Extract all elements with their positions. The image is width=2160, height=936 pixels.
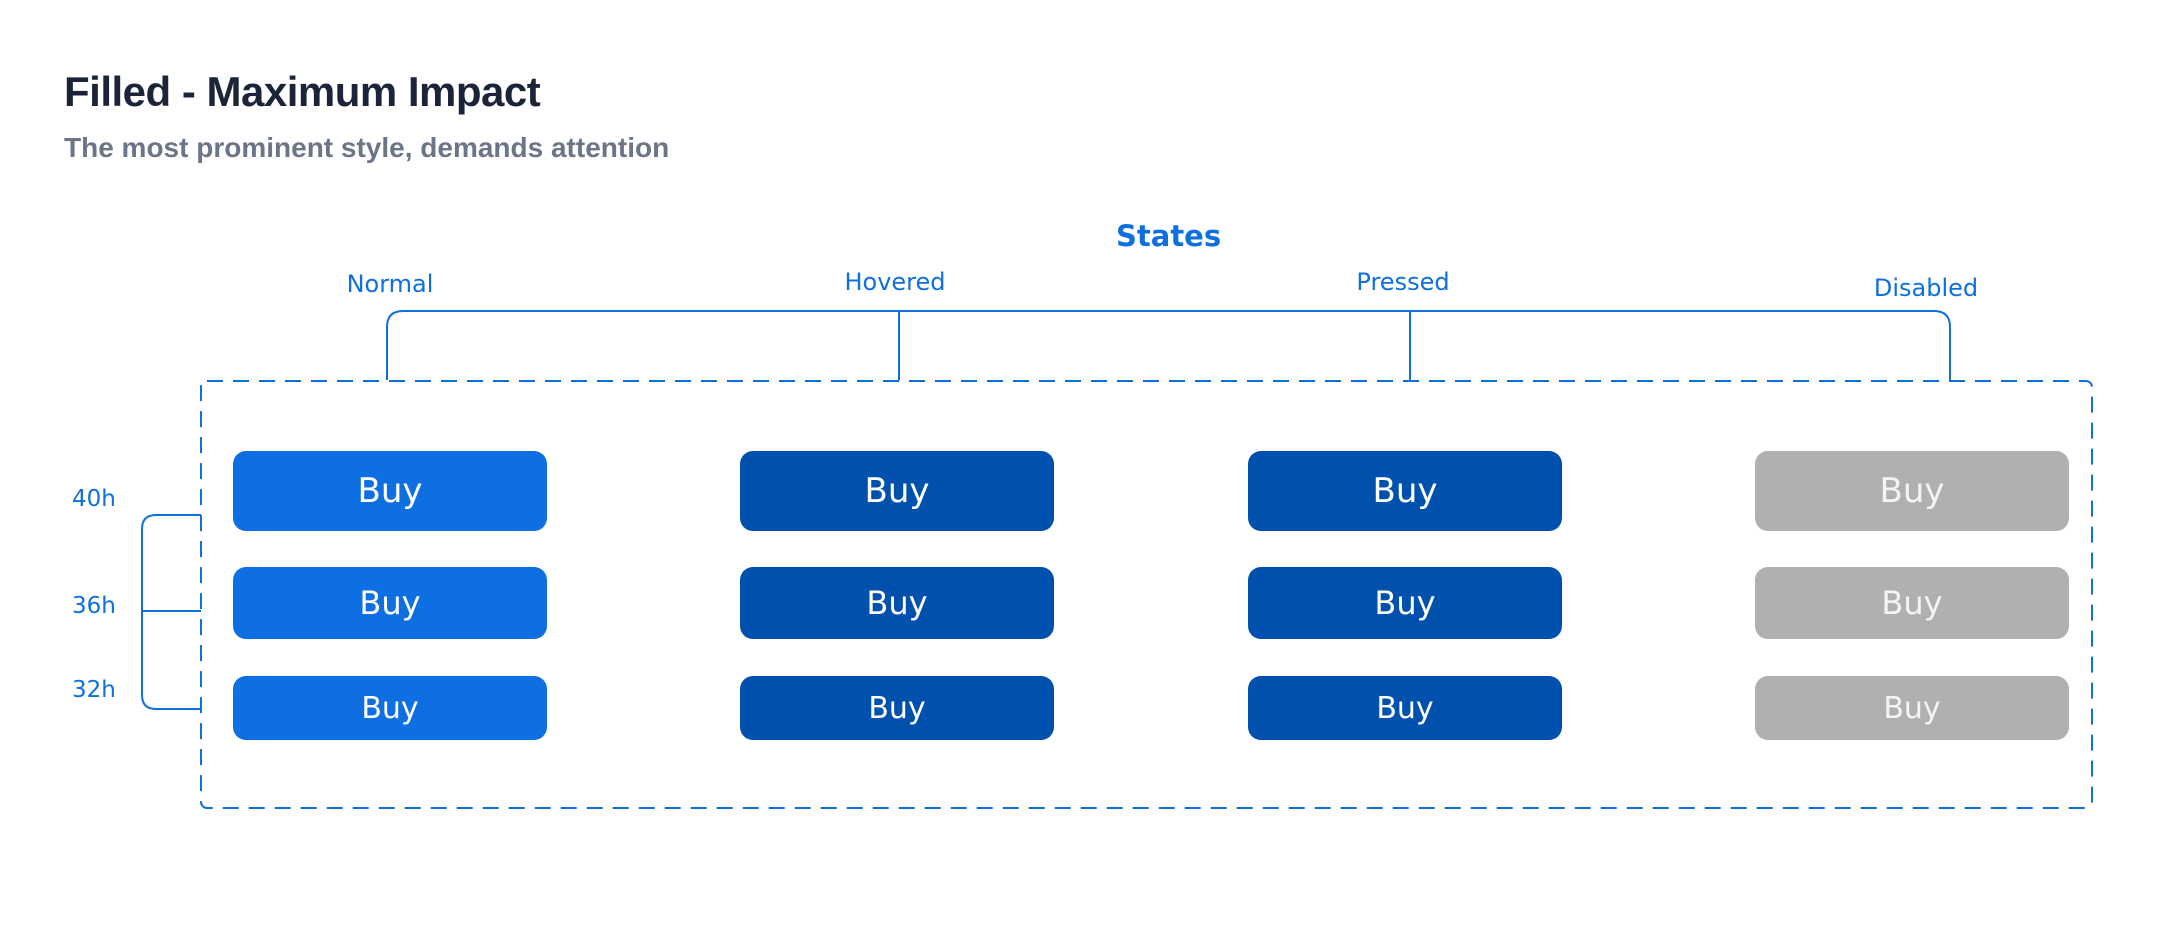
buy-button-normal-40h[interactable]: Buy bbox=[233, 451, 547, 531]
state-label-pressed: Pressed bbox=[1356, 268, 1450, 296]
state-label-disabled: Disabled bbox=[1873, 274, 1979, 302]
page-subtitle: The most prominent style, demands attent… bbox=[64, 132, 670, 163]
sizes-bracket bbox=[141, 514, 201, 710]
states-bracket bbox=[386, 310, 1951, 380]
page-title: Filled - Maximum Impact bbox=[64, 68, 541, 115]
size-label-32h: 32h bbox=[72, 677, 116, 703]
buy-button-disabled-36h: Buy bbox=[1755, 567, 2069, 639]
buy-button-pressed-40h[interactable]: Buy bbox=[1248, 451, 1562, 531]
buy-button-disabled-40h: Buy bbox=[1755, 451, 2069, 531]
buy-button-hovered-40h[interactable]: Buy bbox=[740, 451, 1054, 531]
buy-button-pressed-32h[interactable]: Buy bbox=[1248, 676, 1562, 740]
buy-button-disabled-32h: Buy bbox=[1755, 676, 2069, 740]
buy-button-hovered-36h[interactable]: Buy bbox=[740, 567, 1054, 639]
buy-button-pressed-36h[interactable]: Buy bbox=[1248, 567, 1562, 639]
size-label-36h: 36h bbox=[72, 593, 116, 619]
state-label-hovered: Hovered bbox=[844, 268, 946, 296]
buy-button-normal-32h[interactable]: Buy bbox=[233, 676, 547, 740]
buy-button-hovered-32h[interactable]: Buy bbox=[740, 676, 1054, 740]
size-label-40h: 40h bbox=[72, 486, 116, 512]
states-title: States bbox=[1116, 219, 1222, 253]
state-label-normal: Normal bbox=[346, 270, 434, 298]
buy-button-normal-36h[interactable]: Buy bbox=[233, 567, 547, 639]
